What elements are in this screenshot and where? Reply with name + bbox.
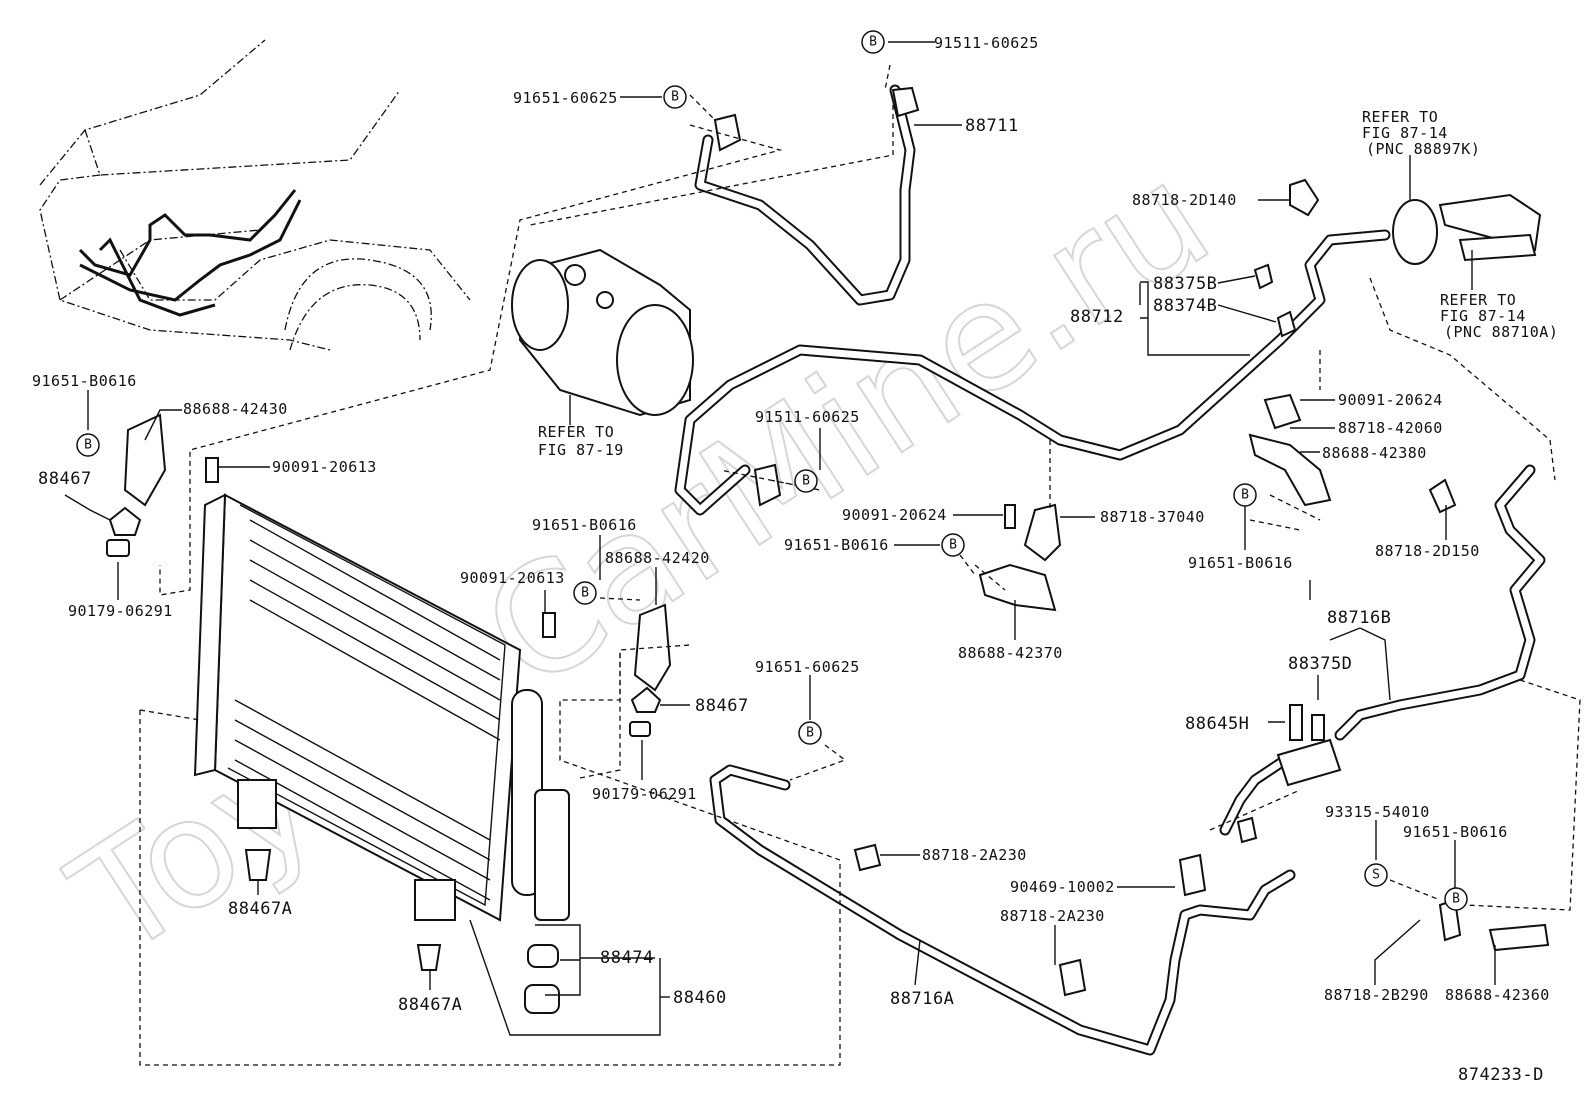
label-88467: 88467: [38, 469, 92, 489]
label-88688-42380: 88688-42380: [1322, 444, 1427, 462]
marker-b: B: [1233, 483, 1257, 507]
label-91511-60625: 91511-60625: [934, 34, 1039, 52]
label-88474: 88474: [600, 948, 654, 968]
label-91651-b0616: 91651-B0616: [532, 516, 637, 534]
note-refer-to: REFER TO: [1440, 291, 1516, 309]
label-88467a: 88467A: [228, 899, 292, 919]
pipes: [674, 84, 1546, 1056]
label-91651-b0616: 91651-B0616: [32, 372, 137, 390]
svg-text:B: B: [802, 474, 810, 489]
label-88716b: 88716B: [1327, 608, 1391, 628]
svg-text:B: B: [1452, 892, 1460, 907]
label-90091-20624: 90091-20624: [842, 506, 947, 524]
label-90469-10002: 90469-10002: [1010, 878, 1115, 896]
marker-b: B: [1444, 887, 1468, 911]
label-91651-60625: 91651-60625: [755, 658, 860, 676]
label-88374b: 88374B: [1153, 296, 1217, 316]
svg-text:B: B: [84, 438, 92, 453]
svg-text:B: B: [869, 35, 877, 50]
label-88688-42430: 88688-42430: [183, 400, 288, 418]
label-90091-20613: 90091-20613: [272, 458, 377, 476]
label-90179-06291: 90179-06291: [592, 785, 697, 803]
svg-text:B: B: [581, 586, 589, 601]
label-88712: 88712: [1070, 307, 1124, 327]
marker-b: B: [663, 85, 687, 109]
label-88718-2a230: 88718-2A230: [922, 846, 1027, 864]
reference-notes: REFER TO FIG 87-19 REFER TO FIG 87-14 (P…: [538, 108, 1558, 459]
marker-b: B: [76, 433, 100, 457]
note-refer-figure: FIG 87-14: [1440, 307, 1526, 325]
marker-b: B: [573, 581, 597, 605]
label-88460: 88460: [673, 988, 727, 1008]
label-88645h: 88645H: [1185, 714, 1249, 734]
vehicle-outline: [39, 39, 471, 351]
label-88375b: 88375B: [1153, 274, 1217, 294]
label-91651-b0616: 91651-B0616: [1403, 823, 1508, 841]
label-88718-2d140: 88718-2D140: [1132, 191, 1237, 209]
label-90091-20613: 90091-20613: [460, 569, 565, 587]
note-refer-pnc: (PNC 88710A): [1444, 323, 1558, 341]
label-91511-60625: 91511-60625: [755, 408, 860, 426]
label-91651-60625: 91651-60625: [513, 89, 618, 107]
note-refer-figure: FIG 87-19: [538, 441, 624, 459]
label-88716a: 88716A: [890, 989, 954, 1009]
note-refer-pnc: (PNC 88897K): [1366, 140, 1480, 158]
leader-lines: [64, 41, 1496, 1036]
part-labels: 91511-60625 91651-60625 88711 88718-2D14…: [32, 34, 1550, 1015]
note-refer-to: REFER TO: [538, 423, 614, 441]
label-88711: 88711: [965, 116, 1019, 136]
label-91651-b0616: 91651-B0616: [784, 536, 889, 554]
label-88718-2b290: 88718-2B290: [1324, 986, 1429, 1004]
label-90179-06291: 90179-06291: [68, 602, 173, 620]
label-88467a: 88467A: [398, 995, 462, 1015]
diagram-code: 874233-D: [1458, 1065, 1544, 1085]
label-88375d: 88375D: [1288, 654, 1352, 674]
svg-text:B: B: [1241, 488, 1249, 503]
marker-b: B: [798, 721, 822, 745]
note-refer-to: REFER TO: [1362, 108, 1438, 126]
svg-text:B: B: [671, 90, 679, 105]
condenser-88460: [193, 493, 570, 922]
label-88718-2a230: 88718-2A230: [1000, 907, 1105, 925]
label-88688-42370: 88688-42370: [958, 644, 1063, 662]
marker-b: B: [941, 533, 965, 557]
label-88718-42060: 88718-42060: [1338, 419, 1443, 437]
svg-text:B: B: [949, 538, 957, 553]
label-90091-20624: 90091-20624: [1338, 391, 1443, 409]
note-refer-figure: FIG 87-14: [1362, 124, 1448, 142]
label-88718-37040: 88718-37040: [1100, 508, 1205, 526]
label-88718-2d150: 88718-2D150: [1375, 542, 1480, 560]
marker-s: S: [1364, 863, 1388, 887]
label-88467: 88467: [695, 696, 749, 716]
label-88688-42360: 88688-42360: [1445, 986, 1550, 1004]
label-93315-54010: 93315-54010: [1325, 803, 1430, 821]
label-88688-42420: 88688-42420: [605, 549, 710, 567]
svg-text:B: B: [806, 726, 814, 741]
reference-lines: [139, 64, 1581, 1066]
marker-b: B: [794, 469, 818, 493]
compressor: [511, 248, 694, 417]
svg-text:S: S: [1372, 868, 1380, 883]
marker-b: B: [861, 30, 885, 54]
label-91651-b0616: 91651-B0616: [1188, 554, 1293, 572]
